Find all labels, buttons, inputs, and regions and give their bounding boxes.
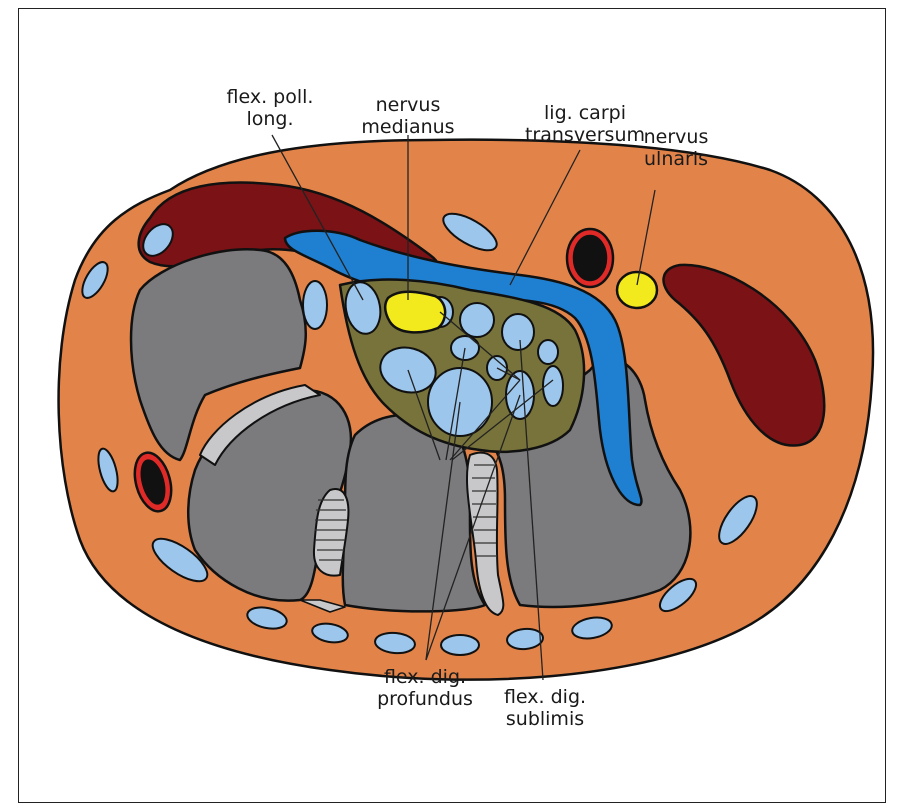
tendon	[538, 340, 558, 364]
label-nervus-medianus: nervus medianus	[350, 94, 466, 138]
tendon	[303, 281, 327, 329]
ulnar-artery-lumen	[574, 236, 606, 280]
nervus-medianus-shape	[385, 292, 445, 333]
tendon	[502, 314, 534, 350]
tendon	[441, 635, 479, 655]
label-flex-dig-sublimis: flex. dig. sublimis	[490, 686, 600, 730]
label-flex-dig-profundus: flex. dig. profundus	[370, 666, 480, 710]
label-flex-poll-long: flex. poll. long.	[210, 86, 330, 130]
nervus-ulnaris-shape	[617, 272, 657, 308]
label-nervus-ulnaris: nervus ulnaris	[626, 126, 726, 170]
tendon	[460, 303, 494, 337]
